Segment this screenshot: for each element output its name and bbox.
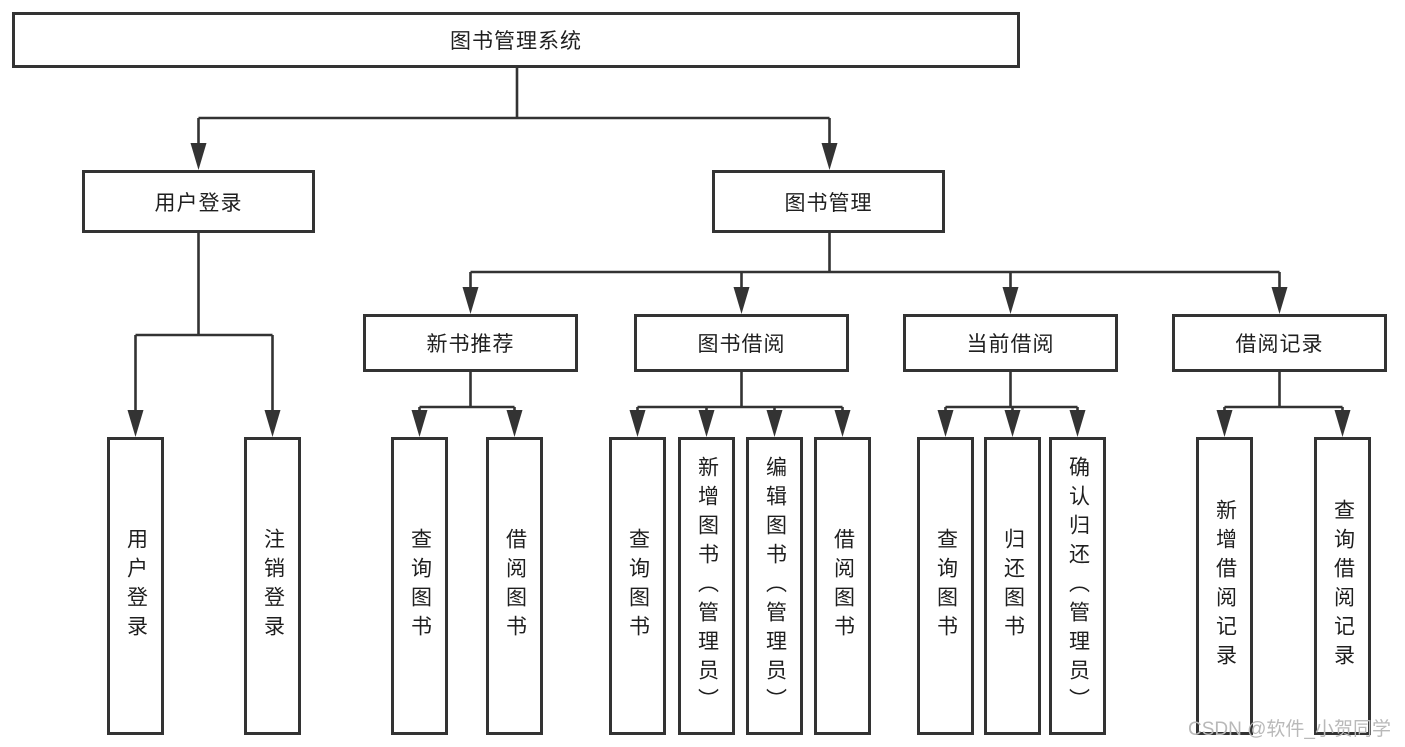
node-leaf-borrow-query-books: 查询图书 [609, 437, 666, 735]
leaf-label: 借阅图书 [831, 528, 855, 644]
node-book-borrow: 图书借阅 [634, 314, 849, 372]
leaf-label: 查询图书 [626, 528, 650, 644]
leaf-label: 归还图书 [1001, 528, 1025, 644]
leaf-label: 确认归还（管理员） [1066, 455, 1090, 717]
node-leaf-recommend-borrow-books: 借阅图书 [486, 437, 543, 735]
leaf-label: 用户登录 [124, 528, 148, 644]
node-leaf-logout: 注销登录 [244, 437, 301, 735]
node-root: 图书管理系统 [12, 12, 1020, 68]
node-current-borrow: 当前借阅 [903, 314, 1118, 372]
leaf-label: 编辑图书（管理员） [763, 455, 787, 717]
node-leaf-edit-book-admin: 编辑图书（管理员） [746, 437, 803, 735]
node-leaf-borrow-books: 借阅图书 [814, 437, 871, 735]
node-leaf-user-login: 用户登录 [107, 437, 164, 735]
leaf-label: 查询图书 [934, 528, 958, 644]
node-leaf-confirm-return-admin: 确认归还（管理员） [1049, 437, 1106, 735]
node-leaf-current-query-books: 查询图书 [917, 437, 974, 735]
leaf-label: 新增借阅记录 [1213, 499, 1237, 673]
leaf-label: 查询图书 [408, 528, 432, 644]
leaf-label: 新增图书（管理员） [695, 455, 719, 717]
node-leaf-query-borrow-record: 查询借阅记录 [1314, 437, 1371, 735]
leaf-label: 借阅图书 [503, 528, 527, 644]
leaf-label: 查询借阅记录 [1331, 499, 1355, 673]
leaf-label: 注销登录 [261, 528, 285, 644]
node-book-management: 图书管理 [712, 170, 945, 233]
node-leaf-return-books: 归还图书 [984, 437, 1041, 735]
node-user-login: 用户登录 [82, 170, 315, 233]
node-new-book-recommend: 新书推荐 [363, 314, 578, 372]
csdn-watermark: CSDN @软件_小贺同学 [1188, 719, 1391, 740]
node-leaf-add-borrow-record: 新增借阅记录 [1196, 437, 1253, 735]
node-leaf-add-book-admin: 新增图书（管理员） [678, 437, 735, 735]
node-borrow-records: 借阅记录 [1172, 314, 1387, 372]
node-leaf-recommend-query-books: 查询图书 [391, 437, 448, 735]
